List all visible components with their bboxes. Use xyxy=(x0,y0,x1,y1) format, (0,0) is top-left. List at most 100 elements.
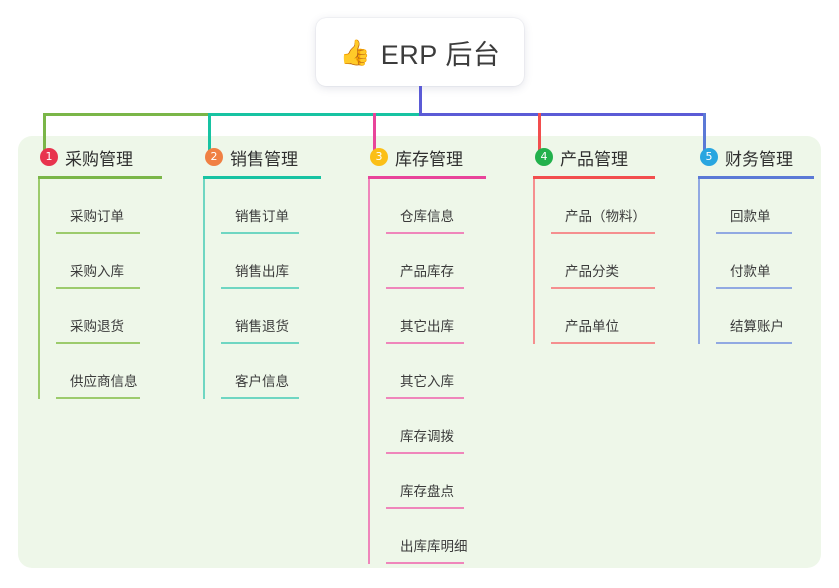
leaf-item-label: 其它入库 xyxy=(400,374,454,389)
leaf-item-underline xyxy=(716,287,792,289)
leaf-item-label: 采购订单 xyxy=(70,209,124,224)
leaf-item-underline xyxy=(56,397,140,399)
leaf-item-underline xyxy=(221,232,299,234)
leaf-item[interactable]: 销售退货 xyxy=(221,289,321,344)
branch-badge-3: 3 xyxy=(370,148,388,166)
leaf-item-label: 出库库明细 xyxy=(400,539,468,554)
branch-2: 2 销售管理销售订单销售出库销售退货客户信息 xyxy=(203,144,321,399)
root-node-content: 👍 ERP 后台 xyxy=(340,33,501,72)
leaf-item-underline xyxy=(716,232,792,234)
branch-items-3: 仓库信息产品库存其它出库其它入库库存调拨库存盘点出库库明细 xyxy=(368,179,486,564)
leaf-item-underline xyxy=(386,562,464,564)
leaf-item[interactable]: 供应商信息 xyxy=(56,344,162,399)
branch-underline-5 xyxy=(698,176,814,179)
leaf-item[interactable]: 库存调拨 xyxy=(386,399,486,454)
leaf-item-underline xyxy=(221,397,299,399)
leaf-item-underline xyxy=(221,342,299,344)
leaf-item-label: 采购退货 xyxy=(70,319,124,334)
leaf-item[interactable]: 出库库明细 xyxy=(386,509,486,564)
leaf-item[interactable]: 其它入库 xyxy=(386,344,486,399)
bus-segment-2 xyxy=(208,113,420,116)
branch-underline-3 xyxy=(368,176,486,179)
branch-items-2: 销售订单销售出库销售退货客户信息 xyxy=(203,179,321,399)
leaf-item-label: 付款单 xyxy=(730,264,771,279)
leaf-item[interactable]: 付款单 xyxy=(716,234,814,289)
leaf-item[interactable]: 产品（物料） xyxy=(551,179,655,234)
leaf-item[interactable]: 销售出库 xyxy=(221,234,321,289)
leaf-item-underline xyxy=(551,232,655,234)
leaf-item-underline xyxy=(386,342,464,344)
leaf-item-underline xyxy=(56,232,140,234)
leaf-item[interactable]: 采购订单 xyxy=(56,179,162,234)
root-title: ERP 后台 xyxy=(380,39,501,70)
branch-badge-4: 4 xyxy=(535,148,553,166)
thumbs-up-icon: 👍 xyxy=(339,37,371,67)
branch-underline-2 xyxy=(203,176,321,179)
leaf-item-label: 结算账户 xyxy=(730,319,784,334)
leaf-item-label: 销售出库 xyxy=(235,264,289,279)
branch-badge-2: 2 xyxy=(205,148,223,166)
branch-title-3: 库存管理 xyxy=(395,149,463,169)
branch-underline-4 xyxy=(533,176,655,179)
leaf-item[interactable]: 库存盘点 xyxy=(386,454,486,509)
branch-stem-1 xyxy=(43,113,46,156)
leaf-item-label: 供应商信息 xyxy=(70,374,138,389)
branch-stem-4 xyxy=(538,113,541,156)
branch-spine-3 xyxy=(368,179,370,564)
leaf-item-underline xyxy=(386,287,464,289)
branch-4: 4 产品管理产品（物料） 产品分类产品单位 xyxy=(533,144,655,344)
branch-title-2: 销售管理 xyxy=(230,149,298,169)
leaf-item[interactable]: 采购入库 xyxy=(56,234,162,289)
leaf-item[interactable]: 结算账户 xyxy=(716,289,814,344)
leaf-item[interactable]: 客户信息 xyxy=(221,344,321,399)
branch-title-4: 产品管理 xyxy=(560,149,628,169)
leaf-item-label: 仓库信息 xyxy=(400,209,454,224)
leaf-item-label: 产品单位 xyxy=(565,319,619,334)
leaf-item[interactable]: 采购退货 xyxy=(56,289,162,344)
branch-stem-3 xyxy=(373,113,376,156)
leaf-item[interactable]: 仓库信息 xyxy=(386,179,486,234)
leaf-item[interactable]: 产品单位 xyxy=(551,289,655,344)
branch-stem-2 xyxy=(208,113,211,156)
leaf-item-label: 销售订单 xyxy=(235,209,289,224)
leaf-item-underline xyxy=(386,397,464,399)
leaf-item-label: 库存调拨 xyxy=(400,429,454,444)
leaf-item-underline xyxy=(551,287,655,289)
root-node[interactable]: 👍 ERP 后台 xyxy=(316,18,524,86)
leaf-item-label: 回款单 xyxy=(730,209,771,224)
leaf-item-label: 其它出库 xyxy=(400,319,454,334)
branch-spine-1 xyxy=(38,179,40,399)
leaf-item[interactable]: 销售订单 xyxy=(221,179,321,234)
root-stem xyxy=(419,86,422,116)
bus-segment-1 xyxy=(43,113,208,116)
branch-title-5: 财务管理 xyxy=(725,149,793,169)
leaf-item[interactable]: 产品库存 xyxy=(386,234,486,289)
branch-3: 3 库存管理仓库信息产品库存其它出库其它入库库存调拨库存盘点出库库明细 xyxy=(368,144,486,564)
leaf-item[interactable]: 其它出库 xyxy=(386,289,486,344)
branch-header-4[interactable]: 4 产品管理 xyxy=(533,144,655,170)
leaf-item-underline xyxy=(221,287,299,289)
leaf-item-underline xyxy=(386,452,464,454)
leaf-item[interactable]: 回款单 xyxy=(716,179,814,234)
leaf-item-label: 产品库存 xyxy=(400,264,454,279)
branch-title-1: 采购管理 xyxy=(65,149,133,169)
leaf-item-underline xyxy=(56,342,140,344)
leaf-item-underline xyxy=(56,287,140,289)
leaf-item-underline xyxy=(716,342,792,344)
leaf-item-label: 产品分类 xyxy=(565,264,619,279)
branch-items-5: 回款单付款单结算账户 xyxy=(698,179,814,344)
leaf-item-underline xyxy=(551,342,655,344)
branch-underline-1 xyxy=(38,176,162,179)
leaf-item[interactable]: 产品分类 xyxy=(551,234,655,289)
branch-spine-4 xyxy=(533,179,535,344)
branch-items-4: 产品（物料） 产品分类产品单位 xyxy=(533,179,655,344)
branch-header-3[interactable]: 3 库存管理 xyxy=(368,144,486,170)
branch-header-2[interactable]: 2 销售管理 xyxy=(203,144,321,170)
branch-items-1: 采购订单采购入库采购退货供应商信息 xyxy=(38,179,162,399)
leaf-item-label: 客户信息 xyxy=(235,374,289,389)
branch-stem-5 xyxy=(703,113,706,156)
